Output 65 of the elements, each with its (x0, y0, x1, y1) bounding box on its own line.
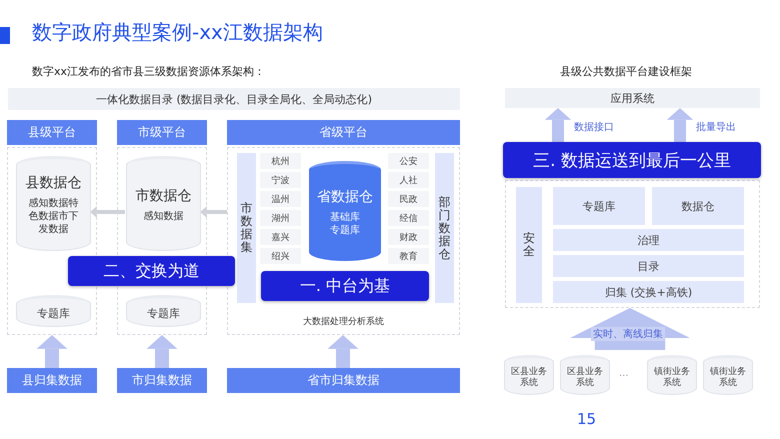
layer-tile: 治理 (553, 229, 744, 251)
list-item: 湖州 (260, 210, 301, 226)
edge-label: 实时、离线归集 (591, 327, 665, 341)
cylinder-note: 基础库专题库 (329, 211, 361, 237)
layer-tile: 归集 (交换+高铁) (553, 281, 744, 303)
source-bar: 市归集数据 (117, 368, 207, 393)
platform-header: 市级平台 (117, 120, 207, 145)
edge-label: 批量导出 (695, 120, 737, 134)
catalog-bar: 一体化数据目录 (数据目录化、目录全局化、全局动态化) (8, 88, 460, 110)
list-item: 嘉兴 (260, 229, 301, 245)
cylinder-note: 感知数据特色数据市下发数据 (28, 197, 80, 236)
vertical-band: 安全 (516, 187, 542, 303)
arrow (666, 108, 694, 142)
database-cylinder (16, 156, 91, 251)
database-cylinder: 区县业务系统 (504, 355, 554, 395)
list-item: 宁波 (260, 172, 301, 188)
highlight-banner: 三. 数据运送到最后一公里 (503, 142, 761, 178)
cylinder-title: 市数据仓 (136, 187, 192, 206)
title: 数字政府典型案例-xx江数据架构 (32, 19, 323, 46)
platform-header: 县级平台 (7, 120, 97, 145)
arrow (544, 108, 572, 142)
arrow (570, 308, 690, 350)
list-item: 教育 (388, 248, 429, 264)
subtitle: 数字xx江发布的省市县三级数据资源体系架构： (32, 64, 266, 79)
platform-panel: 大数据处理分析系统 市数据集 杭州 宁波 温州 湖州 嘉兴 绍兴 省数据仓 基础库专题库 公安 人社 民政 经信 财政 教育 部门数据仓 一. 中台为基 (227, 147, 460, 335)
layer-tile: 专题库 (553, 187, 645, 225)
database-cylinder: 镇街业务系统 (647, 355, 697, 395)
database-cylinder: 镇街业务系统 (703, 355, 753, 395)
list-item: 温州 (260, 191, 301, 207)
cylinder-note: 感知数据 (142, 210, 184, 223)
list-item: 公安 (388, 153, 429, 169)
arrow (200, 206, 227, 218)
list-item: 绍兴 (260, 248, 301, 264)
platform-panel (505, 180, 760, 308)
vertical-band: 部门数据仓 (435, 153, 454, 303)
list-item: 杭州 (260, 153, 301, 169)
list-item: 经信 (388, 210, 429, 226)
layer-tile: 数据仓 (652, 187, 744, 225)
cylinder-title: 县数据仓 (26, 174, 82, 193)
edge-label: 数据接口 (573, 120, 615, 134)
source-bar: 省市归集数据 (227, 368, 460, 393)
arrow (146, 335, 178, 368)
database-cylinder (126, 156, 201, 251)
arrow (90, 206, 125, 218)
cylinder-title: 省数据仓 (317, 188, 373, 207)
database-cylinder (309, 161, 381, 261)
ellipsis-text: ... (619, 368, 629, 379)
arrow (36, 335, 68, 368)
highlight-banner: 一. 中台为基 (261, 271, 429, 301)
arrow (328, 335, 358, 368)
page-number: 15 (577, 410, 596, 428)
database-cylinder: 专题库 (126, 295, 201, 327)
source-bar: 县归集数据 (7, 368, 97, 393)
highlight-banner: 二、交换为道 (68, 256, 235, 286)
platform-header: 省级平台 (227, 120, 460, 145)
layer-tile: 目录 (553, 255, 744, 277)
list-item: 民政 (388, 191, 429, 207)
platform-panel (7, 147, 97, 335)
section-title: 县级公共数据平台建设框架 (560, 64, 692, 79)
list-item: 财政 (388, 229, 429, 245)
database-cylinder: 专题库 (16, 295, 91, 327)
catalog-bar: 应用系统 (505, 88, 760, 108)
database-cylinder: 区县业务系统 (560, 355, 610, 395)
list-item: 人社 (388, 172, 429, 188)
vertical-band: 市数据集 (237, 153, 256, 303)
